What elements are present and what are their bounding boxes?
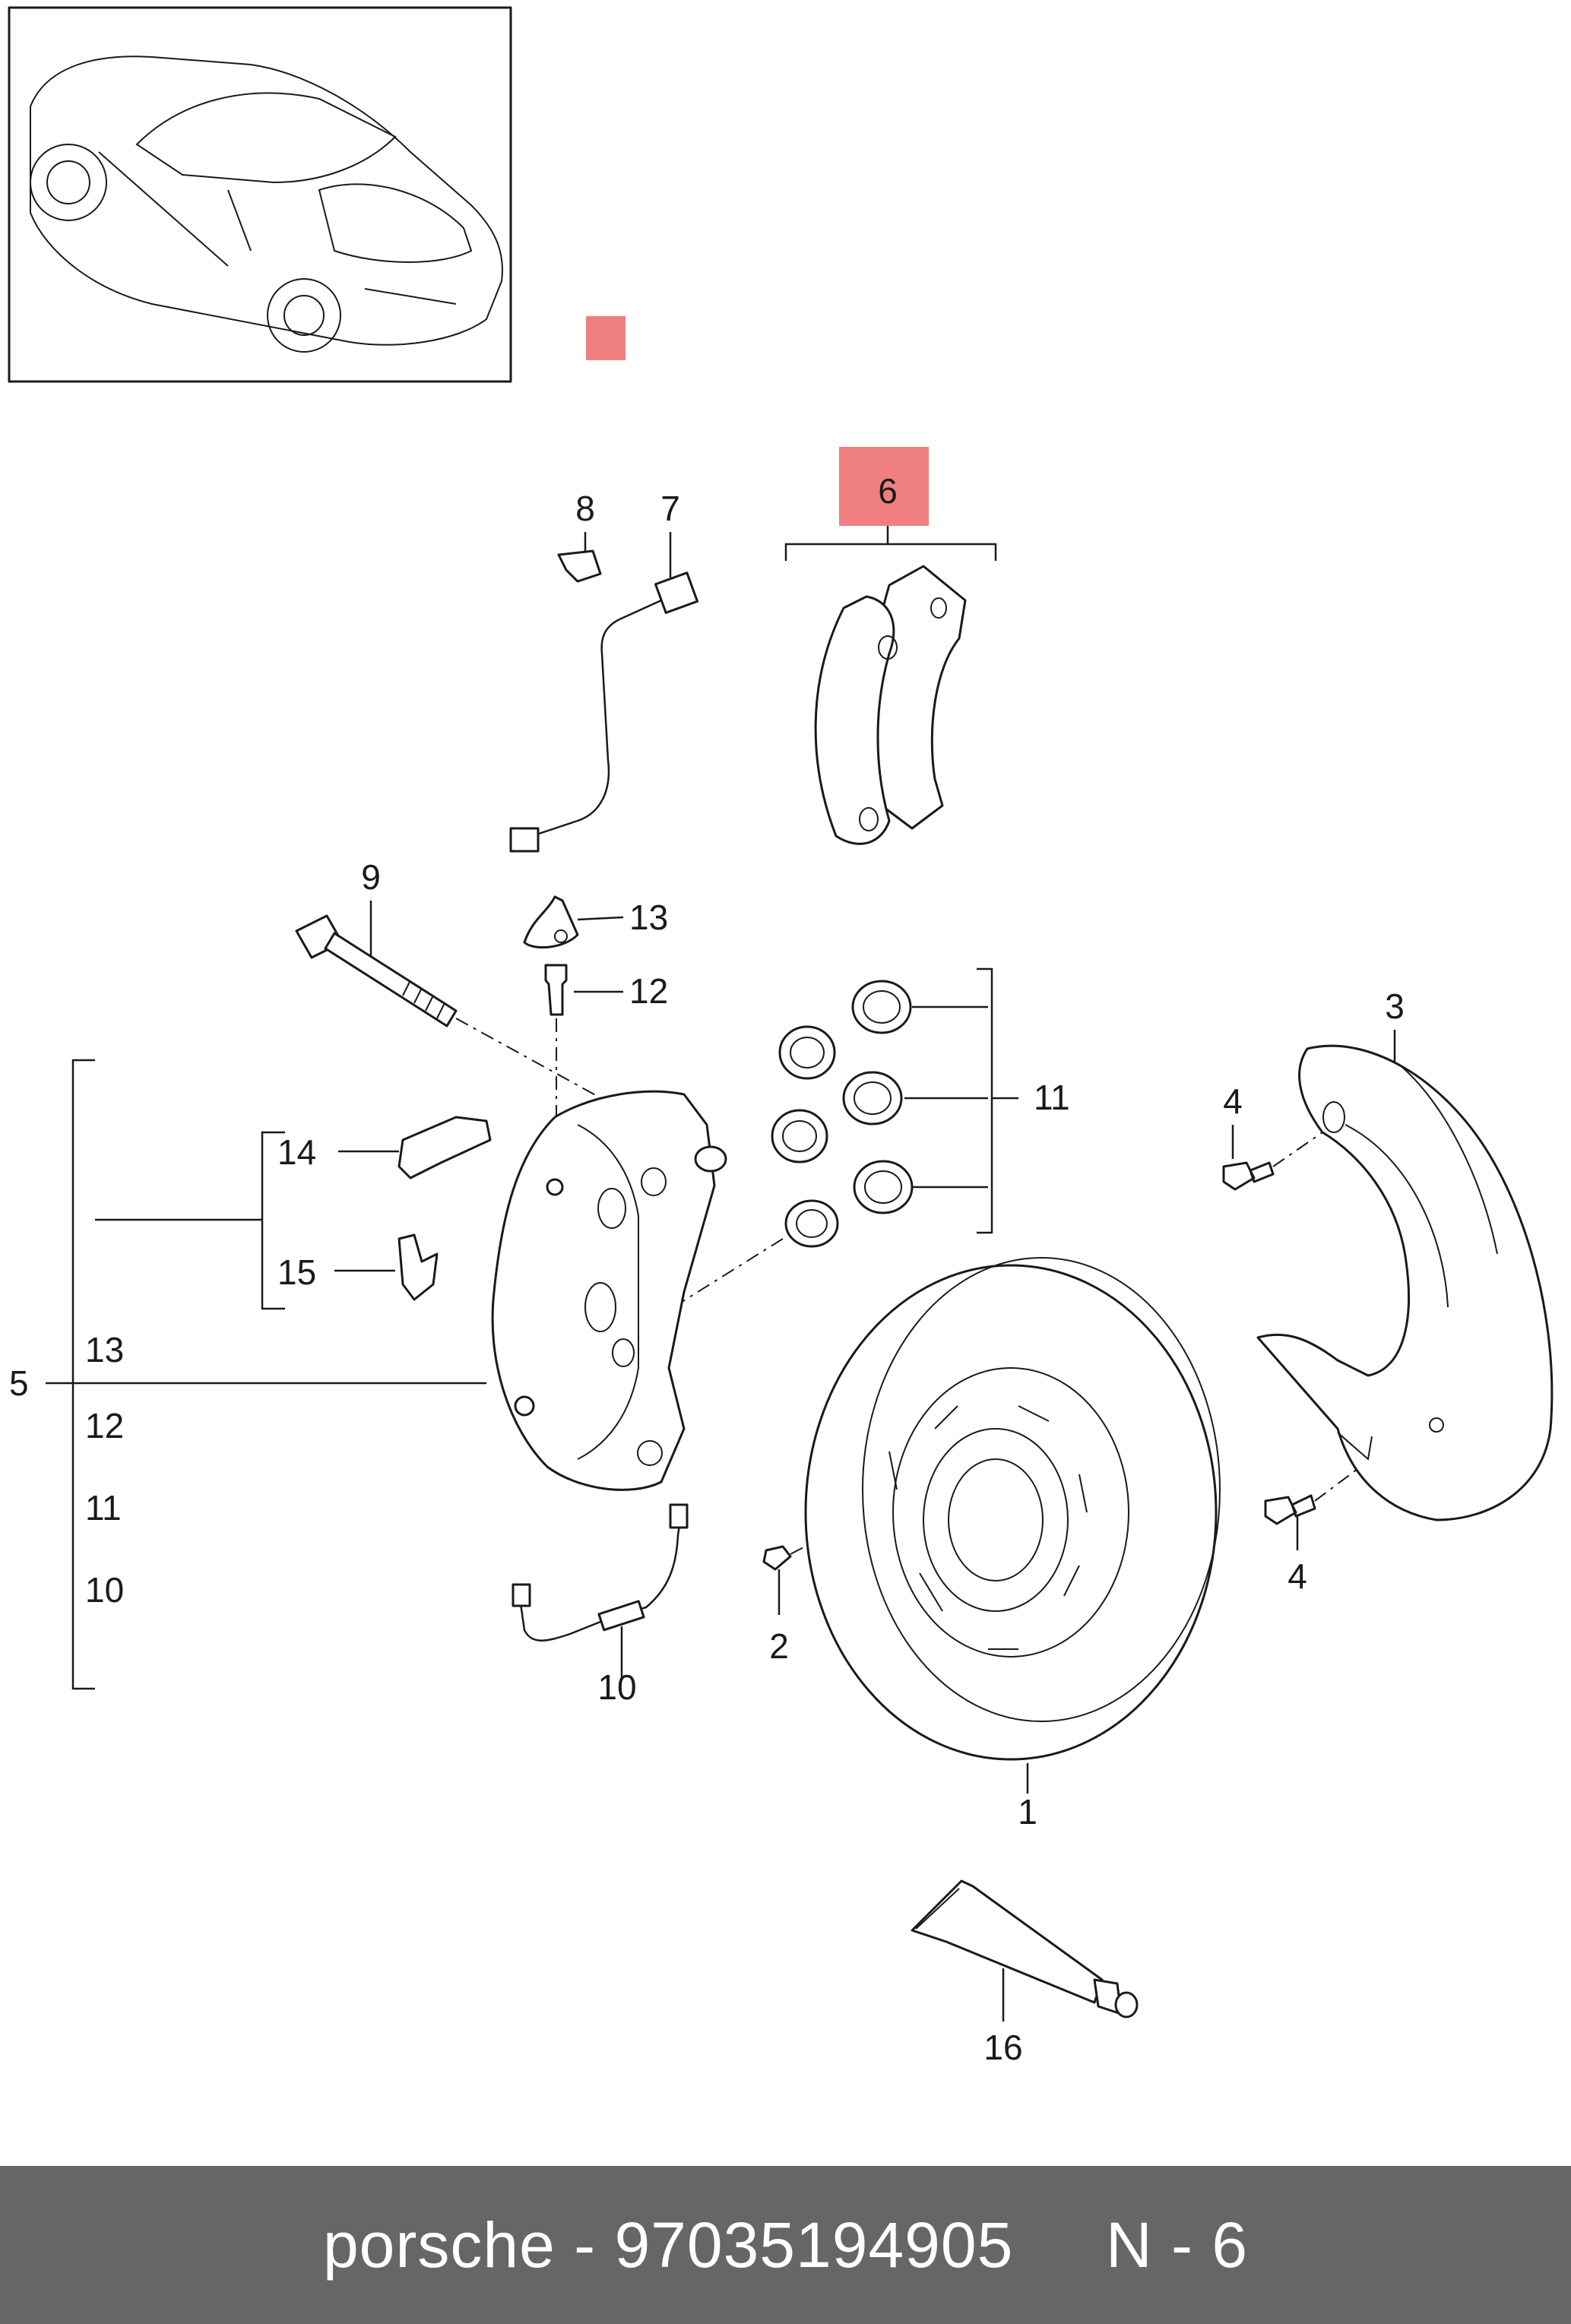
highlight-callout-6 bbox=[839, 447, 929, 526]
group-label-11: 11 bbox=[85, 1488, 122, 1528]
callout-2: 2 bbox=[769, 1626, 789, 1666]
callout-9: 9 bbox=[361, 857, 381, 897]
callout-3: 3 bbox=[1385, 986, 1405, 1026]
grease-tube bbox=[911, 1879, 1139, 2018]
callout-11: 11 bbox=[1034, 1078, 1070, 1117]
callout-4-upper: 4 bbox=[1223, 1081, 1243, 1121]
pad-spring-14 bbox=[398, 1116, 492, 1179]
brake-hose bbox=[512, 1503, 689, 1642]
caliper-pistons bbox=[771, 980, 914, 1248]
disc-screw bbox=[762, 1545, 792, 1571]
brake-caliper bbox=[491, 1090, 727, 1491]
shield-bolt-upper bbox=[1222, 1161, 1275, 1191]
group-label-13: 13 bbox=[85, 1330, 124, 1369]
callout-7: 7 bbox=[660, 489, 680, 528]
callout-10: 10 bbox=[597, 1667, 636, 1707]
shield-bolt-lower bbox=[1264, 1494, 1316, 1525]
callout-16: 16 bbox=[983, 2028, 1022, 2067]
callout-1: 1 bbox=[1018, 1792, 1037, 1832]
dust-shield bbox=[1256, 1044, 1554, 1521]
group-label-10: 10 bbox=[85, 1570, 124, 1610]
brake-pads bbox=[814, 565, 967, 845]
callout-5: 5 bbox=[9, 1363, 29, 1403]
callout-6: 6 bbox=[878, 471, 898, 511]
callout-12: 12 bbox=[629, 971, 668, 1011]
brake-disc bbox=[804, 1257, 1221, 1761]
callout-15: 15 bbox=[277, 1252, 316, 1292]
bleeder-cap bbox=[523, 895, 579, 949]
bleeder-valve bbox=[544, 964, 568, 1016]
caliper-bolt bbox=[295, 914, 458, 1027]
brake-parts-diagram: 6 8 7 9 13 12 11 bbox=[8, 6, 1554, 2067]
footer-bar: porsche - 97035194905 N - 6 bbox=[0, 2166, 1571, 2324]
vehicle-thumbnail bbox=[8, 6, 512, 383]
sensor-clip bbox=[557, 549, 602, 583]
callout-4-lower: 4 bbox=[1288, 1556, 1307, 1596]
footer-text: porsche - 97035194905 N - 6 bbox=[322, 2208, 1249, 2281]
callout-14: 14 bbox=[277, 1132, 316, 1172]
pad-spring-15 bbox=[398, 1233, 439, 1301]
group-label-12: 12 bbox=[85, 1406, 124, 1445]
callout-13: 13 bbox=[629, 898, 668, 937]
callout-8: 8 bbox=[575, 489, 595, 528]
wear-sensor bbox=[509, 572, 699, 853]
highlight-marker bbox=[586, 316, 626, 360]
